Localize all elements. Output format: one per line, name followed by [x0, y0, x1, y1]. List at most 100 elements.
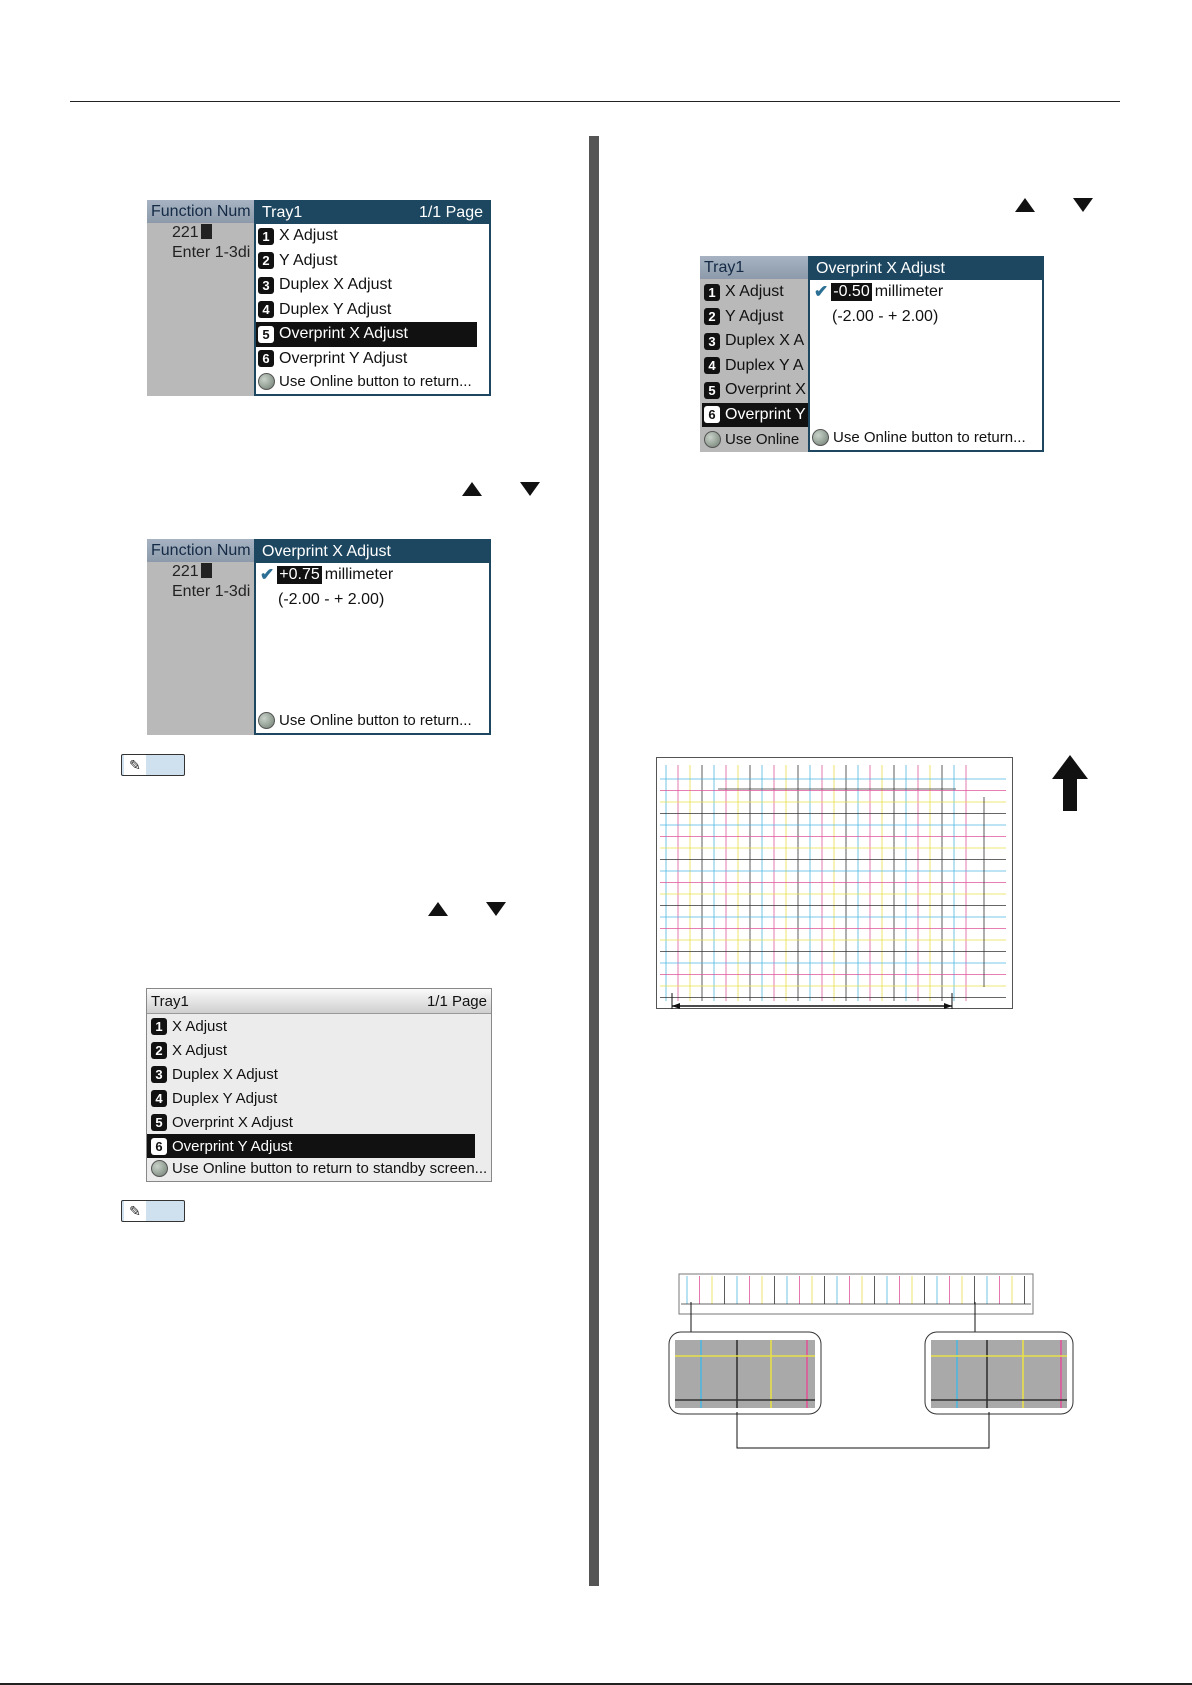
- item-label: Duplex Y Adjust: [279, 300, 392, 318]
- menu-item-duplex-x-adjust[interactable]: 3 Duplex X Adjust: [256, 273, 489, 298]
- arrow-head: [944, 1003, 952, 1009]
- lcd-footer: Use Online button to return...: [812, 426, 1026, 448]
- up-arrow-icon: [1015, 198, 1035, 212]
- lcd-footer: Use Online button to return...: [258, 709, 472, 731]
- item-number: 4: [704, 357, 720, 375]
- menu-list: 1 X Adjust 2 X Adjust 3 Duplex X Adjust 4 Duple…: [147, 1014, 491, 1158]
- footer-rule: [0, 1683, 1192, 1685]
- item-label: X Adjust: [172, 1017, 228, 1035]
- down-arrow-icon: [1073, 198, 1093, 212]
- item-label: X Adjust: [172, 1041, 228, 1059]
- item-number: 3: [704, 332, 720, 350]
- online-button-icon: [812, 428, 829, 446]
- item-label: X Adjust: [279, 227, 338, 245]
- window-title: Overprint X Adjust: [262, 543, 391, 560]
- overprint-x-window: Overprint X Adjust ✔ +0.75 millimeter (-…: [254, 539, 491, 735]
- item-number: 1: [704, 283, 720, 301]
- up-arrow-icon: [428, 902, 448, 916]
- item-number: 6: [704, 406, 720, 424]
- adjust-value[interactable]: -0.50: [831, 283, 872, 302]
- item-number: 3: [258, 276, 274, 294]
- item-number: 5: [704, 381, 720, 399]
- range-label: (-2.00 - + 2.00): [832, 307, 939, 325]
- page-indicator: 1/1 Page: [418, 204, 483, 221]
- page-indicator: 1/1 Page: [426, 992, 487, 1010]
- item-number: 3: [151, 1065, 167, 1083]
- item-label: Y Adjust: [725, 307, 784, 325]
- item-number: 5: [258, 325, 274, 343]
- item-label: Overprint Y Adjust: [172, 1137, 293, 1155]
- menu-item-y-adjust[interactable]: 2 Y Adjust: [256, 249, 489, 274]
- adjustment-print-sheet: [656, 757, 1013, 1009]
- online-button-icon: [151, 1159, 168, 1177]
- left-menu-item: 4 Duplex Y A: [702, 354, 808, 379]
- function-number-hint: Enter 1-3di: [172, 244, 251, 261]
- item-number: 1: [151, 1017, 167, 1035]
- comparison-bracket: [736, 1412, 990, 1449]
- function-number-hint: Enter 1-3di: [172, 583, 251, 600]
- item-label: Overprint X Adjust: [172, 1113, 293, 1131]
- item-label: Duplex X Adjust: [279, 276, 392, 294]
- item-label: Duplex X Adjust: [172, 1065, 278, 1083]
- range-label: (-2.00 - + 2.00): [278, 590, 385, 608]
- menu-item-x-adjust[interactable]: 1 X Adjust: [147, 1014, 491, 1038]
- item-label: Overprint X: [725, 381, 806, 399]
- check-icon: ✔: [260, 565, 275, 585]
- adjust-value[interactable]: +0.75: [277, 566, 322, 585]
- item-label: Duplex Y Adjust: [172, 1089, 278, 1107]
- item-label: Y Adjust: [279, 251, 338, 269]
- unit-label: millimeter: [324, 566, 394, 584]
- item-number: 2: [151, 1041, 167, 1059]
- menu-item-duplex-x-adjust[interactable]: 3 Duplex X Adjust: [147, 1062, 491, 1086]
- check-icon: ✔: [814, 282, 829, 302]
- up-arrow-icon: [462, 482, 482, 496]
- item-number: 2: [258, 252, 274, 270]
- menu-item-overprint-y-adjust[interactable]: 6 Overprint Y Adjust: [147, 1134, 475, 1158]
- item-label: Overprint X Adjust: [279, 325, 408, 343]
- grid-lines: [660, 765, 1006, 1001]
- item-label: Overprint Y: [725, 405, 806, 423]
- menu-item-x-adjust[interactable]: 1 X Adjust: [256, 224, 489, 249]
- paper-feed-arrow-icon: [1052, 755, 1088, 811]
- lcd-footer: Use Online button to return...: [258, 370, 472, 392]
- item-number: 1: [258, 227, 274, 245]
- down-arrow-icon: [486, 902, 506, 916]
- item-label: Duplex Y A: [725, 356, 804, 374]
- menu-item-overprint-x-adjust[interactable]: 5 Overprint X Adjust: [147, 1110, 491, 1134]
- item-label: X Adjust: [725, 283, 784, 301]
- arrow-head: [672, 1003, 680, 1009]
- item-number: 6: [258, 350, 274, 368]
- item-number: 6: [151, 1137, 167, 1155]
- left-menu-item: 6 Overprint Y: [702, 402, 808, 427]
- online-button-icon: [704, 430, 721, 448]
- item-number: 4: [151, 1089, 167, 1107]
- down-arrow-icon: [520, 482, 540, 496]
- menu-item-x-adjust[interactable]: 2 X Adjust: [147, 1038, 491, 1062]
- window-title: Tray1: [262, 204, 303, 221]
- memo-icon: ✎: [121, 1200, 185, 1222]
- menu-item-duplex-y-adjust[interactable]: 4 Duplex Y Adjust: [147, 1086, 491, 1110]
- header-rule: [70, 101, 1120, 102]
- online-button-icon: [258, 711, 275, 729]
- menu-item-overprint-x-adjust[interactable]: 5 Overprint X Adjust: [256, 322, 477, 347]
- left-menu-item: 1 X Adjust: [702, 280, 808, 305]
- zoom-grid-lines: [675, 1340, 1067, 1408]
- lcd-value-panel: Function Num 221 Enter 1-3di Overprint X…: [147, 539, 491, 735]
- item-number: 5: [151, 1113, 167, 1131]
- enter-icon: [200, 224, 212, 239]
- zoom-area-right: [931, 1340, 1067, 1408]
- left-menu-item: 5 Overprint X: [702, 378, 808, 403]
- function-number-value: 221: [172, 563, 199, 580]
- window-title: Overprint X Adjust: [816, 260, 945, 277]
- online-button-icon: [258, 372, 275, 390]
- memo-icon: ✎: [121, 754, 185, 776]
